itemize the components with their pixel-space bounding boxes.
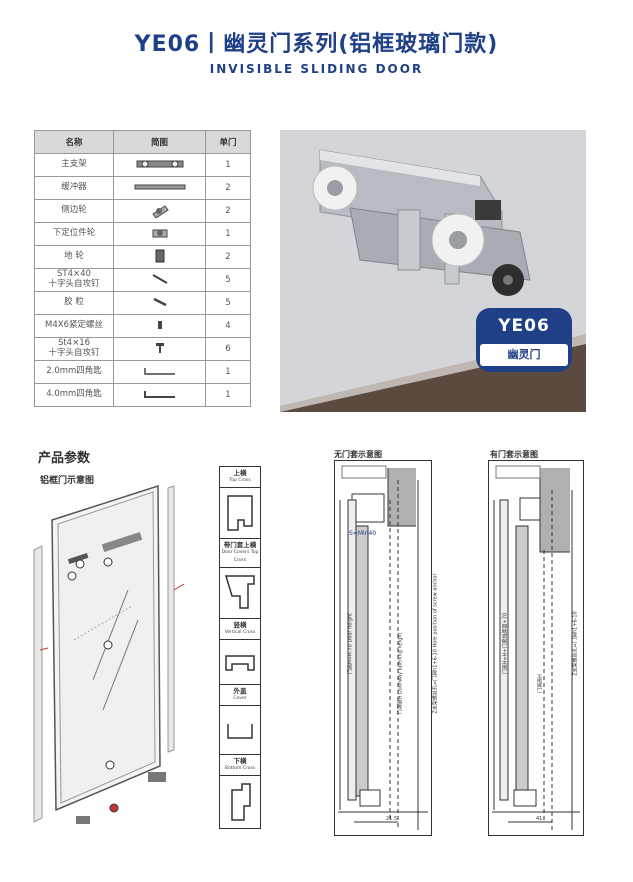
part-qty: 6 <box>205 337 251 361</box>
part-qty: 5 <box>205 291 251 315</box>
part-name: 缓冲器 <box>34 176 114 200</box>
table-row: 缓冲器 2 <box>34 176 251 200</box>
part-name: 下定位件轮 <box>34 222 114 246</box>
section-title: 产品参数 <box>38 451 91 466</box>
part-name: 4.0mm四角匙 <box>34 383 114 407</box>
table-row: ST4×40 十字头自攻钉 5 <box>34 268 251 292</box>
short-screw-icon <box>113 337 206 361</box>
profile-bottom-cross <box>220 776 260 828</box>
no-cover-screw-position: Z支架螺丝孔=门洞h1+6-10 Hole position of screw … <box>432 573 439 714</box>
no-cover-section-diagram <box>334 460 432 836</box>
table-row: 地 轮 2 <box>34 245 251 269</box>
with-cover-section-diagram <box>488 460 584 836</box>
part-name: St4×16 十字头自攻钉 <box>34 337 114 361</box>
part-name: 2.0mm四角匙 <box>34 360 114 384</box>
no-cover-opening-height: 门洞高H Doorway opening height <box>397 632 404 715</box>
profile-vertical-cross <box>220 640 260 685</box>
col-name-header: 名称 <box>34 130 114 154</box>
part-name: ST4×40 十字头自攻钉 <box>34 268 114 292</box>
part-qty: 1 <box>205 222 251 246</box>
no-cover-title: 无门套示意图 <box>334 450 382 459</box>
set-screw-icon <box>113 314 206 338</box>
part-qty: 2 <box>205 199 251 223</box>
part-name: M4X6紧定螺丝 <box>34 314 114 338</box>
long-screw-icon <box>113 268 206 292</box>
part-qty: 5 <box>205 268 251 292</box>
damper-icon <box>113 176 206 200</box>
allen-key-small-icon <box>113 360 206 384</box>
model-badge: YE06 幽灵门 <box>476 308 572 372</box>
badge-model: YE06 <box>498 316 550 336</box>
badge-name: 幽灵门 <box>480 344 568 366</box>
part-qty: 2 <box>205 245 251 269</box>
table-row: 2.0mm四角匙 1 <box>34 360 251 384</box>
col-qty-header: 单门 <box>205 130 251 154</box>
part-qty: 4 <box>205 314 251 338</box>
table-row: 下定位件轮 1 <box>34 222 251 246</box>
page-title: YE06丨幽灵门系列(铝框玻璃门款) <box>134 32 499 57</box>
table-row: 胶 粒 5 <box>34 291 251 315</box>
table-row: St4×16 十字头自攻钉 6 <box>34 337 251 361</box>
wall-plug-icon <box>113 291 206 315</box>
table-header-row: 名称 简图 单门 <box>34 130 251 154</box>
profile-top-cross <box>220 488 260 539</box>
table-row: 4.0mm四角匙 1 <box>34 383 251 407</box>
part-name: 侧边轮 <box>34 199 114 223</box>
with-cover-title: 有门套示意图 <box>490 450 538 459</box>
bottom-guide-wheel-icon <box>113 222 206 246</box>
profile-door-cover-top <box>220 568 260 619</box>
page-subtitle: INVISIBLE SLIDING DOOR <box>209 62 424 76</box>
main-bracket-icon <box>113 153 206 177</box>
with-cover-bottom-dim: 41 <box>536 816 543 822</box>
part-name: 胶 粒 <box>34 291 114 315</box>
table-row: 侧边轮 2 <box>34 199 251 223</box>
with-cover-opening-height: 门洞高H <box>537 674 544 693</box>
part-qty: 1 <box>205 383 251 407</box>
part-qty: 1 <box>205 360 251 384</box>
part-name: 地 轮 <box>34 245 114 269</box>
floor-wheel-icon <box>113 245 206 269</box>
profile-cover <box>220 706 260 755</box>
with-cover-door-height: 门高H=H+门套线厚度+70 <box>502 612 509 675</box>
part-qty: 2 <box>205 176 251 200</box>
col-sketch-header: 简图 <box>113 130 206 154</box>
table-row: 主支架 1 <box>34 153 251 177</box>
allen-key-large-icon <box>113 383 206 407</box>
table-row: M4X6紧定螺丝 4 <box>34 314 251 338</box>
no-cover-bottom-dim: 21.5 <box>386 816 398 822</box>
aluminum-door-diagram <box>33 484 185 824</box>
s-min-label: S=Min40 <box>349 530 377 537</box>
diagram-title: 铝框门示意图 <box>40 476 95 486</box>
part-qty: 1 <box>205 153 251 177</box>
side-wheel-icon <box>113 199 206 223</box>
no-cover-door-height: 门高H=H-70 Door height <box>347 612 354 675</box>
part-name: 主支架 <box>34 153 114 177</box>
with-cover-screw-position: Z支架螺丝孔=门洞h1+6-10 <box>572 611 579 676</box>
